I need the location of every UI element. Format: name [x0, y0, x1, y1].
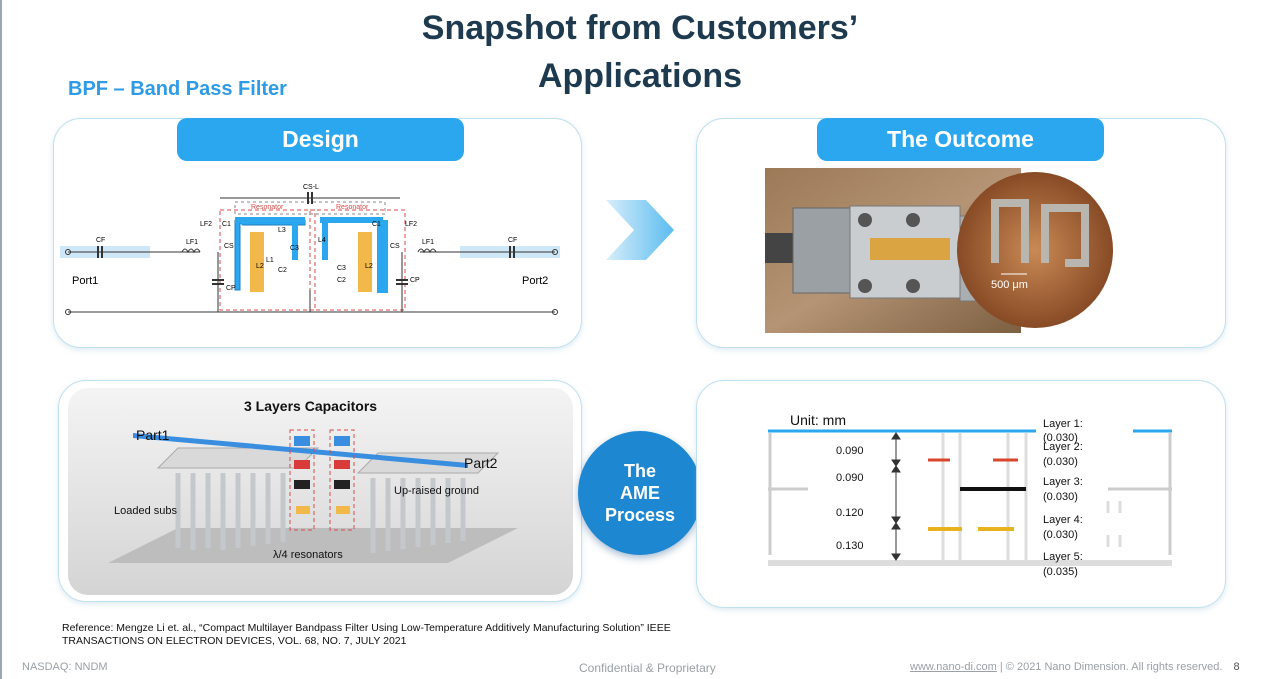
- gold-resonator-right: [358, 232, 372, 292]
- label-loaded-subs: Loaded subs: [114, 505, 177, 517]
- layer-5-name: Layer 5:: [1043, 551, 1083, 563]
- label-c1-left: C1: [222, 221, 231, 228]
- label-cf-right: CF: [508, 237, 517, 244]
- footer-ticker: NASDAQ: NNDM: [22, 661, 108, 673]
- label-lf2-right: LF2: [405, 221, 417, 228]
- label-l3: L3: [278, 227, 286, 234]
- circuit-schematic: CF CF CS-L LF1 LF1 LF2 LF2 C1 C1 CS CS L…: [60, 184, 560, 315]
- left-edge-rule: [0, 0, 2, 679]
- label-lf1-left: LF1: [186, 239, 198, 246]
- label-c3-right: C3: [337, 265, 346, 272]
- slide-title: Snapshot from Customers’ Applications: [380, 4, 900, 100]
- label-l4: L4: [318, 237, 326, 244]
- chevron-right-icon: [606, 200, 674, 260]
- layer-1-name: Layer 1:: [1043, 418, 1083, 430]
- gold-resonator-left: [250, 232, 264, 292]
- ame-line-2: AME: [620, 483, 660, 503]
- footer-copyright: | © 2021 Nano Dimension. All rights rese…: [996, 661, 1223, 673]
- thickness-2: 0.090: [836, 472, 864, 484]
- page-number: 8: [1233, 661, 1240, 673]
- ame-process-badge: The AME Process: [578, 431, 702, 555]
- label-resonator-right: Resonator: [336, 204, 369, 211]
- ame-line-3: Process: [604, 505, 676, 525]
- label-cp-right: CP: [410, 277, 420, 284]
- outcome-tab: The Outcome: [817, 118, 1104, 161]
- unit-label: Unit: mm: [790, 412, 846, 428]
- label-cs-left: CS: [224, 243, 234, 250]
- footer-confidential: Confidential & Proprietary: [579, 661, 716, 675]
- label-cs-right: CS: [390, 243, 400, 250]
- label-part2: Part2: [464, 455, 498, 471]
- title-line-2: Applications: [537, 57, 743, 95]
- layer-3-value: (0.030): [1043, 491, 1078, 503]
- label-part1: Part1: [136, 427, 170, 443]
- thickness-1: 0.090: [836, 445, 864, 457]
- layer-2-name: Layer 2:: [1043, 441, 1083, 453]
- thickness-4: 0.130: [836, 540, 864, 552]
- footer-website-link[interactable]: www.nano-di.com: [910, 661, 997, 673]
- label-l2-left: L2: [256, 263, 264, 270]
- label-port2: Port2: [522, 275, 548, 287]
- label-c3-left: C3: [290, 245, 299, 252]
- reference-line-1: Reference: Mengze Li et. al., “Compact M…: [62, 622, 671, 634]
- label-lf2-left: LF2: [200, 221, 212, 228]
- layer-5-value: (0.035): [1043, 566, 1078, 578]
- ame-line-1: The: [623, 461, 656, 481]
- label-resonator-left: Resonator: [251, 204, 284, 211]
- label-port1: Port1: [72, 275, 98, 287]
- label-c2-right: C2: [337, 277, 346, 284]
- label-up-raised-ground: Up-raised ground: [394, 485, 479, 497]
- title-line-1: Snapshot from Customers’: [421, 9, 859, 47]
- resonator-right: [320, 217, 388, 293]
- label-cf-left: CF: [96, 237, 105, 244]
- label-c2-left: C2: [278, 267, 287, 274]
- label-lf1-right: LF1: [422, 239, 434, 246]
- label-c1-right: C1: [372, 221, 381, 228]
- layer-3-name: Layer 3:: [1043, 476, 1083, 488]
- layer-stack-diagram: Unit: mm 0.090 0.090 0.120 0.130 Layer 1…: [768, 412, 1172, 578]
- loaded-subs-text: Loaded subs: [114, 505, 177, 517]
- design-tab: Design: [177, 118, 464, 161]
- scale-bar-label: 500 μm: [991, 279, 1028, 291]
- layer-4-name: Layer 4:: [1043, 514, 1083, 526]
- model-heading: 3 Layers Capacitors: [244, 398, 377, 414]
- layer-1-value: (0.030): [1043, 432, 1078, 444]
- reference-note: Reference: Mengze Li et. al., “Compact M…: [62, 622, 722, 648]
- slide-subtitle: BPF – Band Pass Filter: [68, 78, 287, 100]
- layer-4-value: (0.030): [1043, 529, 1078, 541]
- reference-line-2: TRANSACTIONS ON ELECTRON DEVICES, VOL. 6…: [62, 635, 407, 647]
- capacitor-3d-model: 3 Layers Capacitors Part1 Part2 Loaded s…: [68, 388, 573, 595]
- label-resonators: λ/4 resonators: [273, 549, 343, 561]
- fabricated-device-photo: 500 μm: [765, 168, 1113, 333]
- label-csl: CS-L: [303, 184, 319, 191]
- label-l1: L1: [266, 257, 274, 264]
- footer-right: www.nano-di.com | © 2021 Nano Dimension.…: [910, 661, 1240, 673]
- thickness-3: 0.120: [836, 507, 864, 519]
- layer-2-value: (0.030): [1043, 456, 1078, 468]
- label-l2-right: L2: [365, 263, 373, 270]
- label-cp-left: CP: [226, 285, 236, 292]
- up-raised-ground-text: Up-raised ground: [394, 485, 479, 497]
